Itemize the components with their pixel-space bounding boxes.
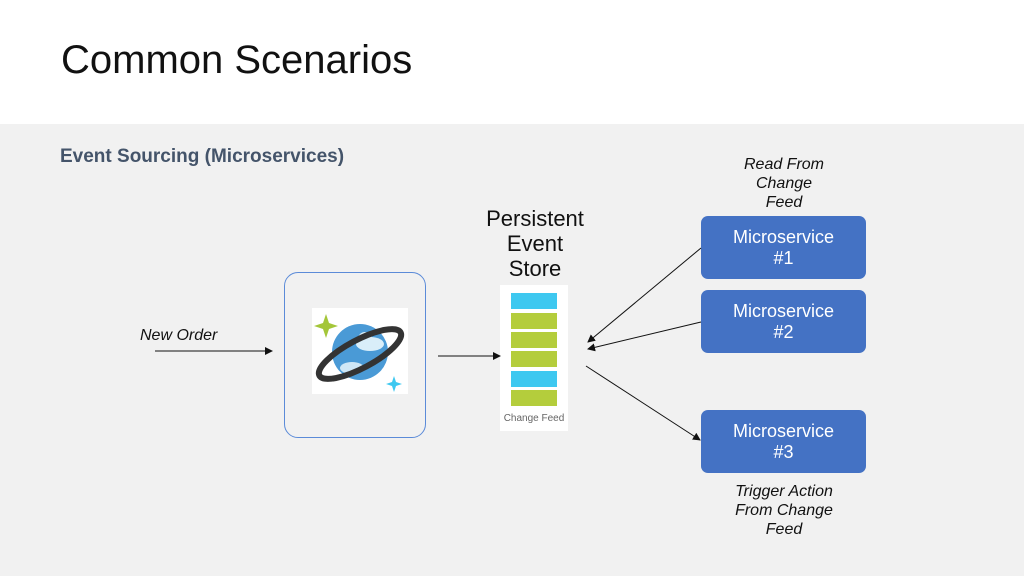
cosmos-db-icon-graphic — [314, 314, 405, 392]
read-note-line-1: Read From — [743, 156, 825, 173]
microservice-3-label: Microservice — [732, 421, 834, 441]
feed-entry-4 — [511, 351, 557, 367]
feed-entry-6 — [511, 390, 557, 406]
trigger-note-line-3: Feed — [765, 521, 803, 538]
microservice-2-label: Microservice — [732, 301, 834, 321]
read-from-change-feed-note: Read From Change Feed — [724, 155, 844, 212]
microservice-1-number: #1 — [773, 248, 794, 268]
microservice-1-label: Microservice — [732, 227, 834, 247]
feed-entry-3 — [511, 332, 557, 348]
arrow-ms2-to-store — [587, 321, 702, 352]
trigger-action-note: Trigger Action From Change Feed — [714, 482, 854, 539]
store-label-line-2: Event — [506, 231, 564, 256]
arrow-ms1-to-store — [587, 247, 702, 343]
microservice-1-box[interactable]: Microservice #1 — [701, 216, 866, 279]
cosmos-db-icon — [312, 308, 408, 394]
trigger-note-line-2: From Change — [735, 502, 833, 519]
store-label-line-3: Store — [508, 256, 562, 281]
microservice-3-number: #3 — [773, 442, 794, 462]
read-note-line-2: Change — [755, 175, 813, 192]
microservice-2-number: #2 — [773, 322, 794, 342]
sparkle-cyan-icon — [386, 376, 402, 392]
page-title: Common Scenarios — [61, 38, 413, 82]
new-order-label: New Order — [140, 327, 218, 344]
feed-entry-1 — [511, 293, 557, 309]
read-note-line-3: Feed — [765, 194, 803, 211]
section-subtitle: Event Sourcing (Microservices) — [60, 146, 345, 167]
arrow-store-to-ms3 — [585, 365, 701, 441]
feed-entry-2 — [511, 313, 557, 329]
header-bar: Common Scenarios — [0, 0, 1024, 124]
change-feed-caption: Change Feed — [503, 413, 565, 424]
change-feed-store: Change Feed — [500, 285, 568, 431]
microservice-2-box[interactable]: Microservice #2 — [701, 290, 866, 353]
feed-entry-5 — [511, 371, 557, 387]
trigger-note-line-1: Trigger Action — [735, 483, 833, 500]
microservice-3-box[interactable]: Microservice #3 — [701, 410, 866, 473]
persistent-event-store-label: Persistent Event Store — [470, 206, 600, 281]
sparkle-green-icon — [314, 314, 338, 338]
planet-ring — [315, 326, 405, 382]
store-label-line-1: Persistent — [486, 206, 584, 231]
